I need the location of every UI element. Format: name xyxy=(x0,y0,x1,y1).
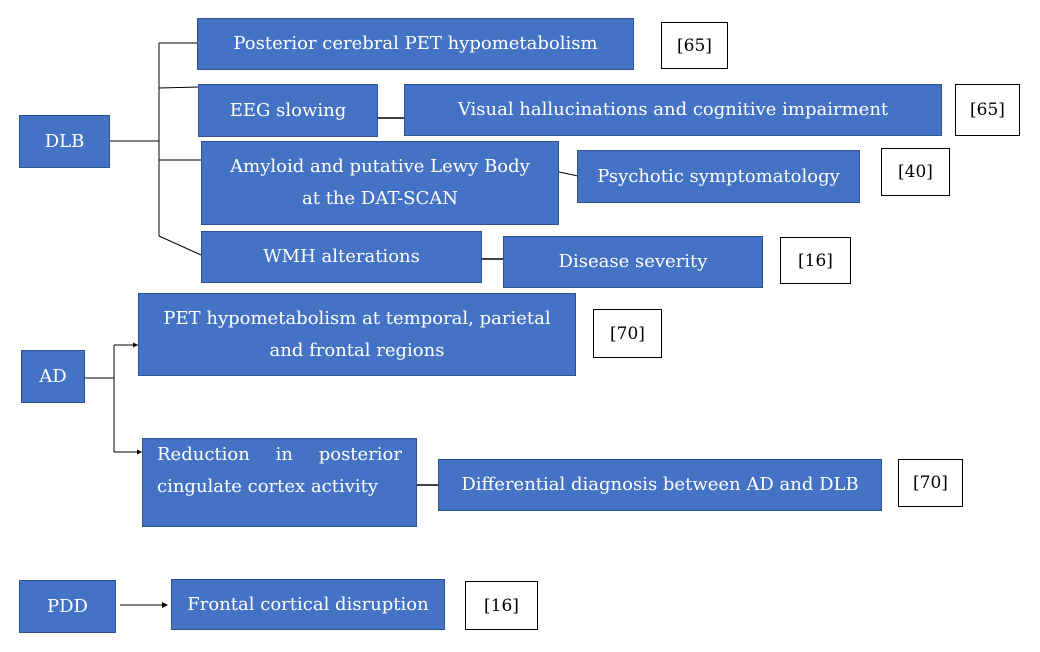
dlb-finding-eeg: EEG slowing xyxy=(198,84,378,137)
dlb-ref-wmh: [16] xyxy=(780,237,851,284)
dlb-ref-eeg: [65] xyxy=(955,84,1020,136)
pdd-ref-frontal: [16] xyxy=(465,581,538,630)
ad-ref-pcc: [70] xyxy=(898,459,963,507)
dlb-finding-wmh: WMH alterations xyxy=(201,231,482,283)
group-ad-label: AD xyxy=(21,350,85,403)
ad-outcome-pcc: Differential diagnosis between AD and DL… xyxy=(438,459,882,511)
dlb-outcome-amyloid: Psychotic symptomatology xyxy=(577,150,860,203)
ad-finding-pcc-line2: cingulate cortex activity xyxy=(157,476,379,497)
dlb-finding-amyloid: Amyloid and putative Lewy Body at the DA… xyxy=(201,141,559,225)
group-pdd-label: PDD xyxy=(19,580,116,633)
ad-finding-pcc-line1: Reduction in posterior xyxy=(157,444,402,465)
dlb-finding-amyloid-line2: at the DAT-SCAN xyxy=(302,188,458,209)
dlb-ref-pet: [65] xyxy=(661,22,728,69)
dlb-outcome-wmh: Disease severity xyxy=(503,236,763,288)
dlb-outcome-eeg: Visual hallucinations and cognitive impa… xyxy=(404,84,942,136)
pdd-finding-frontal: Frontal cortical disruption xyxy=(171,579,445,630)
ad-finding-pet: PET hypometabolism at temporal, parietal… xyxy=(138,293,576,376)
dlb-finding-pet: Posterior cerebral PET hypometabolism xyxy=(197,18,634,70)
ad-finding-pet-line1: PET hypometabolism at temporal, parietal xyxy=(163,307,551,329)
dlb-finding-amyloid-line1: Amyloid and putative Lewy Body xyxy=(230,156,530,177)
ad-finding-pcc: Reduction in posterior cingulate cortex … xyxy=(142,438,417,527)
ad-finding-pet-line2: and frontal regions xyxy=(269,339,445,361)
ad-ref-pet: [70] xyxy=(593,309,662,358)
dlb-ref-amyloid: [40] xyxy=(881,148,950,196)
group-dlb-label: DLB xyxy=(19,115,110,168)
